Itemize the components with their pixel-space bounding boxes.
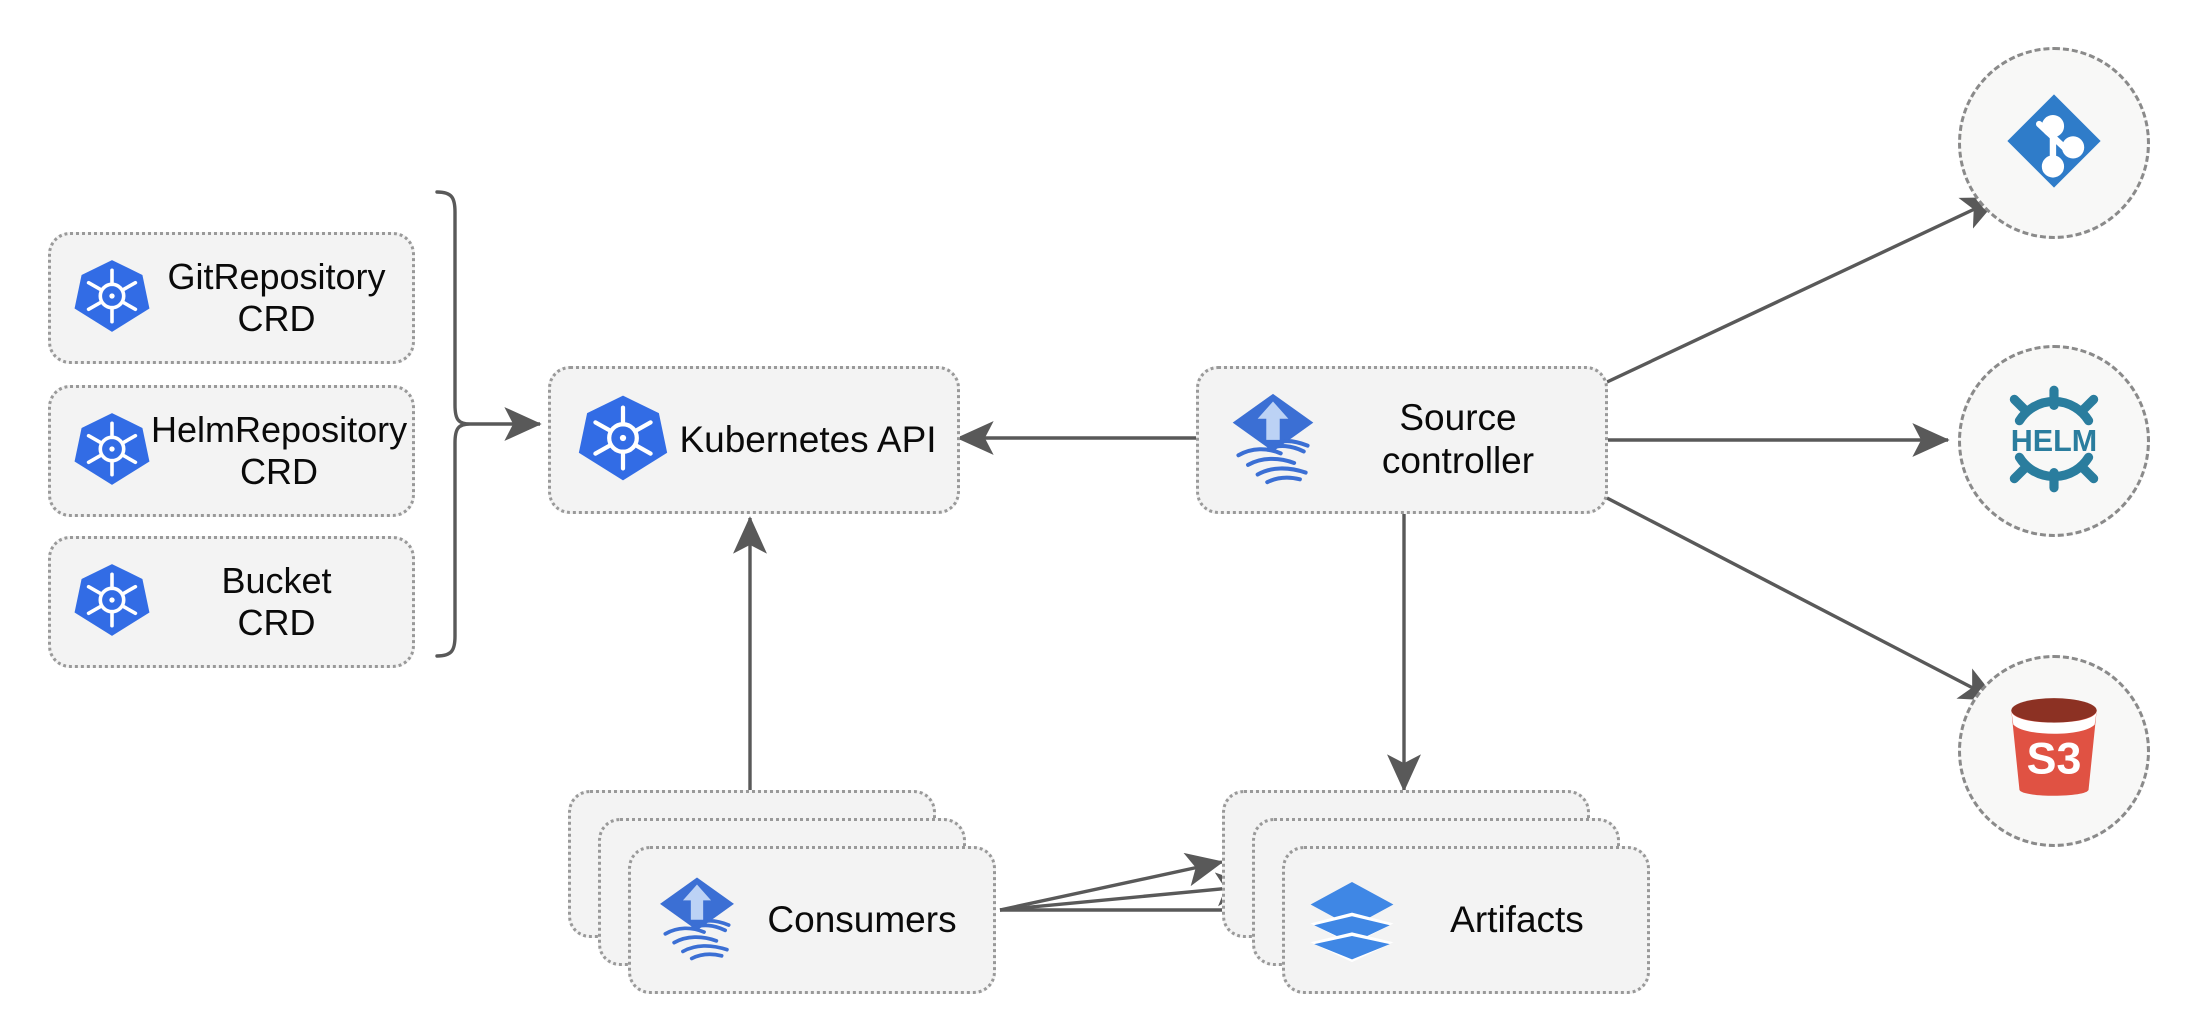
kubernetes-icon xyxy=(73,410,151,493)
artifacts-node[interactable]: Artifacts xyxy=(1282,846,1650,994)
kubernetes-api-node[interactable]: Kubernetes API xyxy=(548,366,960,514)
s3-source-circle[interactable]: S3 xyxy=(1958,655,2150,847)
bucket-crd-node[interactable]: Bucket CRD CRD xyxy=(48,536,415,668)
edge-consumers-to-artifacts-1 xyxy=(999,852,1224,912)
bucket-crd-label: Bucket CRD xyxy=(221,560,332,643)
kubernetes-icon xyxy=(73,257,151,340)
gitrepository-crd-node[interactable]: GitRepository CRD CRD xyxy=(48,232,415,364)
consumers-node[interactable]: Consumers xyxy=(628,846,996,994)
helmrepository-crd-node[interactable]: HelmRepository CRD CRD xyxy=(48,385,415,517)
crd-group-brace xyxy=(435,190,471,658)
s3-wordmark: S3 xyxy=(2027,734,2082,783)
helmrepository-crd-label: HelmRepository CRD xyxy=(151,409,408,492)
helm-wordmark: HELM xyxy=(2011,424,2097,458)
artifacts-stack[interactable]: Artifacts xyxy=(1222,790,1692,994)
kubernetes-icon xyxy=(577,392,669,489)
gitrepository-crd-label: GitRepository CRD xyxy=(167,256,386,339)
flux-icon xyxy=(653,870,741,971)
kubernetes-icon xyxy=(73,561,151,644)
kubernetes-api-label: Kubernetes API xyxy=(679,418,937,460)
consumers-label: Consumers xyxy=(767,898,957,940)
helm-source-circle[interactable]: HELM xyxy=(1958,345,2150,537)
s3-icon: S3 xyxy=(1993,690,2115,813)
edge-controller-to-git xyxy=(1606,196,2000,384)
flux-icon xyxy=(1225,386,1321,495)
layers-icon xyxy=(1307,873,1397,968)
git-icon xyxy=(2001,88,2107,199)
artifacts-label: Artifacts xyxy=(1450,898,1584,940)
helm-icon: HELM xyxy=(1993,378,2115,505)
edge-controller-to-s3 xyxy=(1606,496,1998,702)
source-controller-label: Source controller xyxy=(1381,397,1535,481)
source-controller-node[interactable]: Source controller xyxy=(1196,366,1608,514)
edge-consumers-to-artifacts-2 xyxy=(999,872,1254,912)
git-source-circle[interactable] xyxy=(1958,47,2150,239)
consumers-stack[interactable]: Consumers xyxy=(568,790,1018,994)
